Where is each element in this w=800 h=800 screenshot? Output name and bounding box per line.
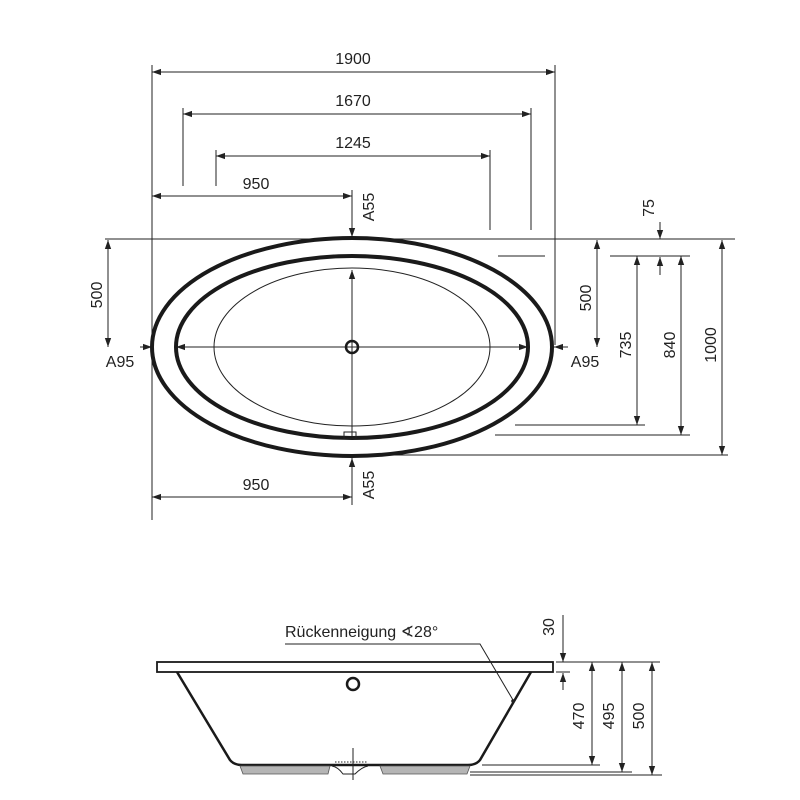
tub-rim xyxy=(156,661,554,673)
label-a55-top: A55 xyxy=(361,193,378,222)
tub-feet xyxy=(239,765,471,775)
extension-lines xyxy=(105,65,735,520)
dim-75: 75 xyxy=(641,199,658,217)
overflow-icon xyxy=(345,676,361,692)
plan-view: 1900 1670 1245 950 950 A55 A55 A95 A95 5… xyxy=(89,51,735,520)
dim-1000: 1000 xyxy=(703,327,720,363)
dim-500-height: 500 xyxy=(631,703,648,730)
dim-470: 470 xyxy=(571,703,588,730)
outer-rim xyxy=(150,236,554,458)
label-a55-bottom: A55 xyxy=(361,471,378,500)
middle-rim xyxy=(174,254,530,440)
label-a95-left: A95 xyxy=(106,354,135,371)
dim-30: 30 xyxy=(541,618,558,636)
side-extension-lines xyxy=(470,661,662,776)
dimension-lines xyxy=(104,68,726,501)
drain-outlet xyxy=(331,765,369,775)
dim-1900: 1900 xyxy=(335,51,371,68)
slope-leader-line xyxy=(285,643,514,701)
dim-1670: 1670 xyxy=(335,93,371,110)
slope-leader-dot xyxy=(511,699,515,703)
overflow-marker xyxy=(343,431,357,440)
label-a95-right: A95 xyxy=(571,354,600,371)
drain-icon xyxy=(344,339,360,355)
dim-735: 735 xyxy=(618,332,635,359)
tub-body xyxy=(175,671,533,767)
back-slope-label: Rückenneigung ∢28° xyxy=(285,624,438,641)
dim-1245: 1245 xyxy=(335,135,371,152)
dim-840: 840 xyxy=(662,332,679,359)
inner-basin xyxy=(213,267,491,427)
dim-950-bottom: 950 xyxy=(243,477,270,494)
dim-500-right: 500 xyxy=(578,285,595,312)
dim-495: 495 xyxy=(601,703,618,730)
side-view: Rückenneigung ∢28° 30 470 495 500 xyxy=(156,615,662,780)
dim-500-left: 500 xyxy=(89,282,106,309)
dim-950-top: 950 xyxy=(243,176,270,193)
